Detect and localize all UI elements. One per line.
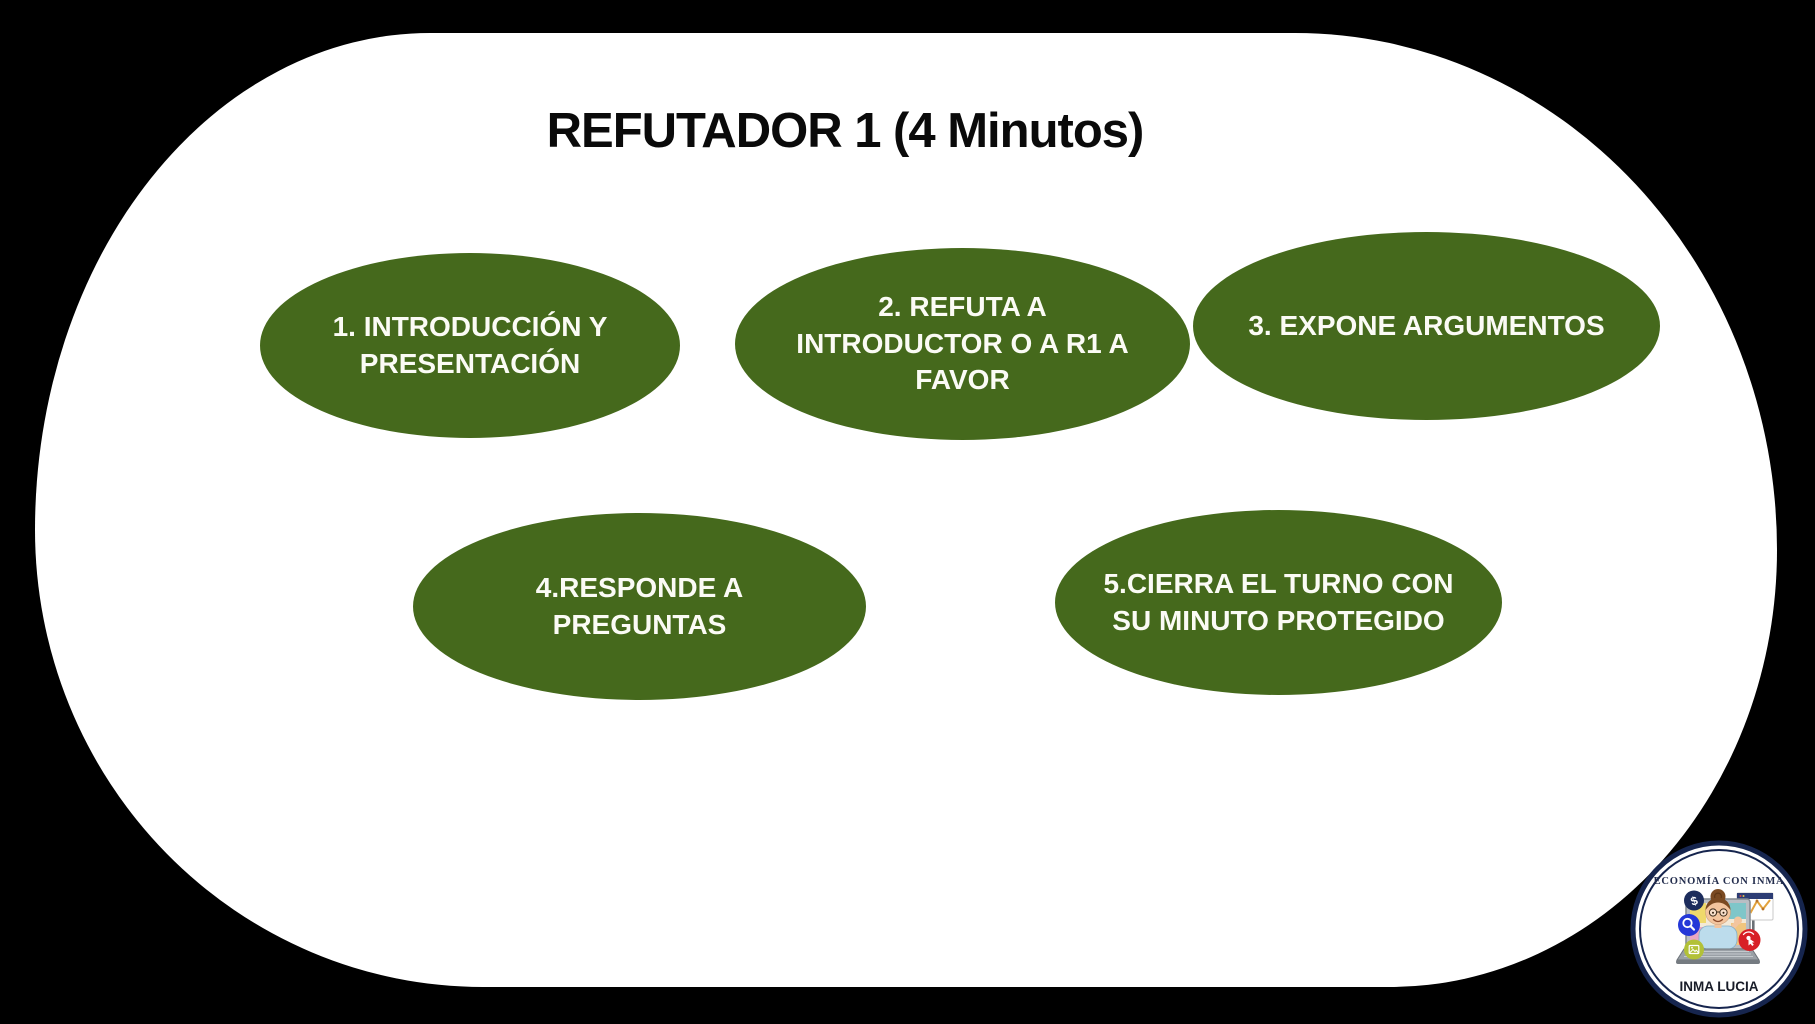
logo-bottom-text: INMA LUCIA [1680,979,1759,994]
slide-panel [35,33,1777,987]
step-bubble-3-label: 3. EXPONE ARGUMENTOS [1248,309,1605,341]
brand-logo: ECONOMÍA CON INMA [1629,839,1809,1019]
step-bubble-3: 3. EXPONE ARGUMENTOS [1193,232,1660,420]
step-bubble-1: 1. INTRODUCCIÓN Y PRESENTACIÓN [260,253,680,438]
teacher-avatar [1698,889,1742,950]
slide-title: REFUTADOR 1 (4 Minutos) [546,104,1145,158]
step-bubble-4-label: 4.RESPONDE A PREGUNTAS [535,571,744,640]
step-bubble-5-label: 5.CIERRA EL TURNO CON SU MINUTO PROTEGID… [1103,567,1454,636]
logo-top-text: ECONOMÍA CON INMA [1654,875,1785,887]
step-bubble-2: 2. REFUTA A INTRODUCTOR O A R1 A FAVOR [735,248,1190,440]
search-icon [1678,914,1700,936]
image-icon [1684,939,1704,960]
step-bubble-2-label: 2. REFUTA A INTRODUCTOR O A R1 A FAVOR [796,290,1129,396]
step-bubble-5: 5.CIERRA EL TURNO CON SU MINUTO PROTEGID… [1055,510,1502,695]
dollar-icon: $ [1684,890,1704,911]
step-bubble-1-label: 1. INTRODUCCIÓN Y PRESENTACIÓN [332,310,608,379]
logo-inner-ring [1639,849,1799,1009]
step-bubble-4: 4.RESPONDE A PREGUNTAS [413,513,866,700]
svg-text:$: $ [1689,893,1700,908]
click-icon [1738,929,1761,951]
